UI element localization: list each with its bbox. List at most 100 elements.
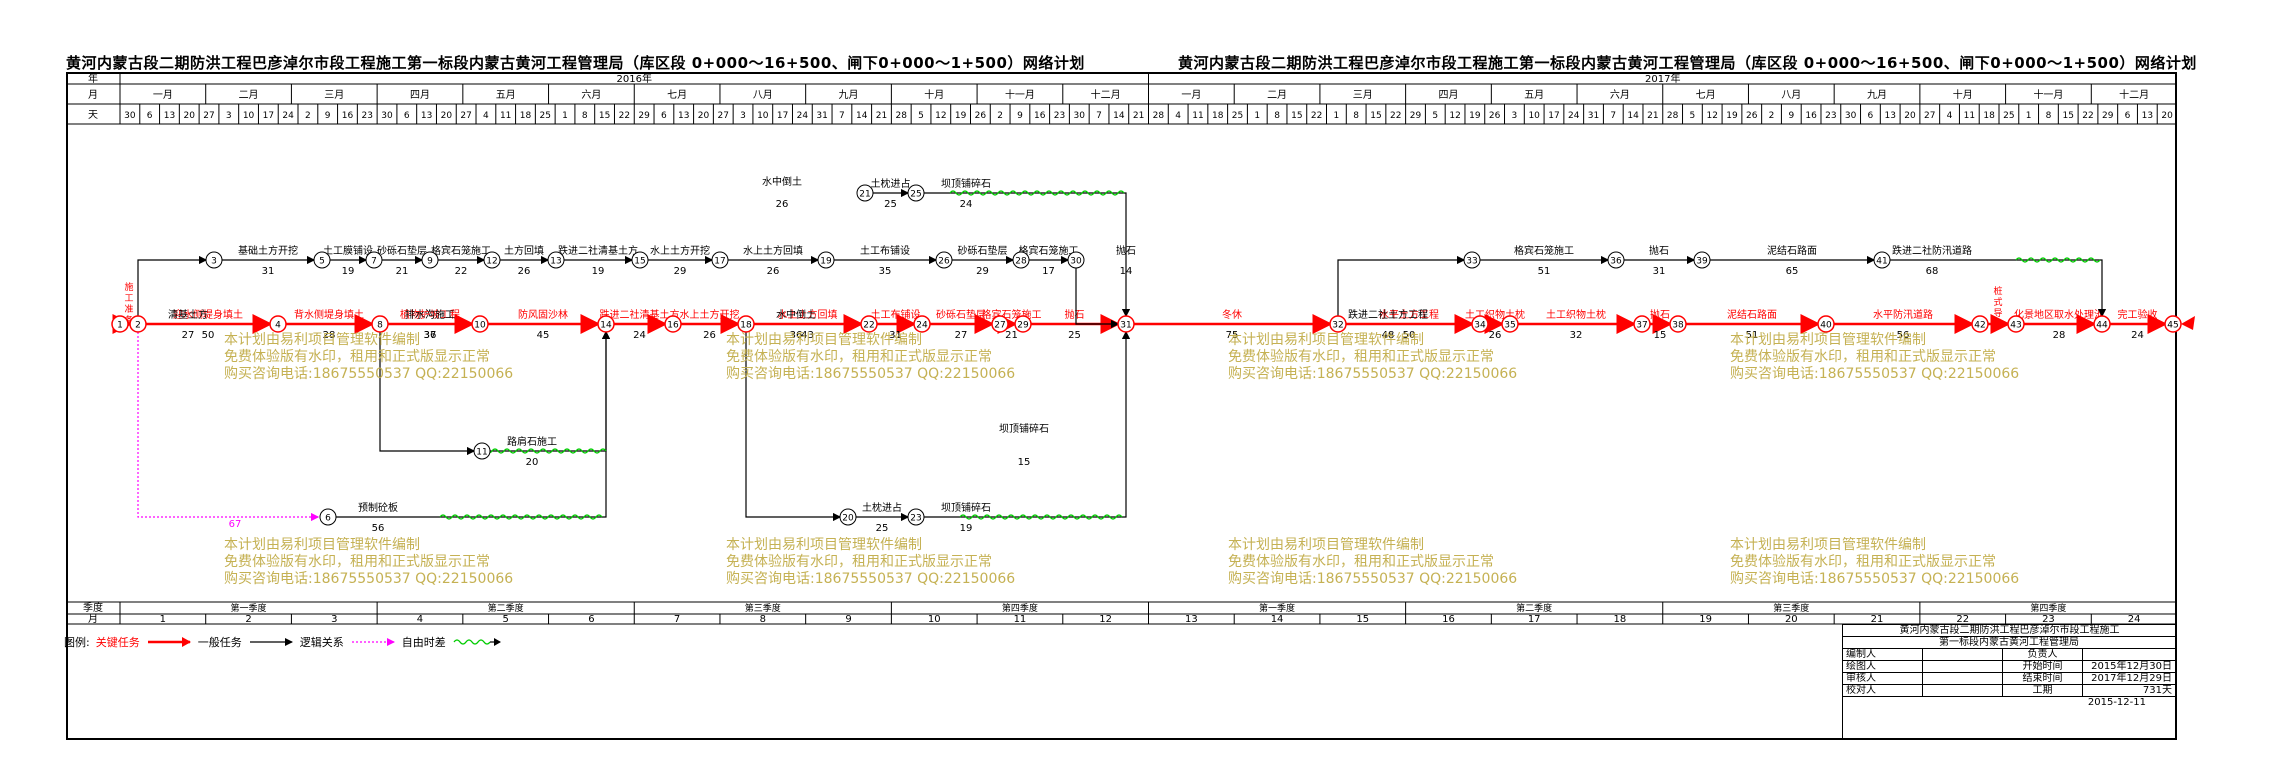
node-circle (313, 251, 331, 269)
node-number: 44 (2096, 321, 2108, 331)
watermark: 本计划由易利项目管理软件编制免费体验版有水印，租用和正式版显示正常购买咨询电话:… (1228, 537, 1518, 587)
day-label: 11 (500, 111, 511, 121)
node-circle (631, 251, 649, 269)
node-number: 16 (667, 321, 679, 331)
activity-label: 土枕进占 (871, 177, 911, 190)
node-number: 2 (135, 321, 141, 331)
node-number: 18 (740, 321, 752, 331)
day-label: 15 (1291, 111, 1302, 121)
month-label: 十二月 (2119, 88, 2149, 101)
node-circle (1501, 315, 1519, 333)
logic-arrow-icon (351, 638, 395, 646)
day-label: 7 (839, 111, 845, 121)
day-label: 16 (1034, 111, 1046, 121)
activity-duration: 51 (1538, 266, 1551, 277)
node-number: 34 (1474, 321, 1486, 331)
node-circle (1693, 251, 1711, 269)
activity-duration: 29 (674, 266, 687, 277)
activity-label: 跌进二社清基土方 (600, 308, 680, 321)
activity-label: 跌进二社土方工程 (1348, 308, 1428, 321)
activity-duration: 28 (323, 330, 336, 341)
quarter-label: 第一季度 (231, 602, 267, 614)
activity-duration: 32 (1570, 330, 1583, 341)
month-label: 二月 (239, 89, 259, 101)
day-label: 28 (1153, 111, 1165, 121)
activity-arrow (1075, 268, 1120, 329)
critical-arrow-icon (147, 637, 191, 647)
activity-label: 背水侧堤身填土 (294, 308, 364, 321)
end-label: 结束时间 (2003, 673, 2083, 684)
print-date: 2015-12-11 (2087, 697, 2146, 708)
activity-label: 土工布铺设 (860, 244, 910, 257)
project-info-box: 黄河内蒙古段二期防洪工程巴彦淖尔市段工程施工 第一标段内蒙古黄河工程管理局 编制… (1842, 624, 2176, 740)
prepared-by-label: 编制人 (1843, 649, 1923, 660)
node-number: 39 (1696, 257, 1708, 267)
node-number: 27 (994, 321, 1005, 331)
month-label: 三月 (1353, 89, 1373, 101)
activity-duration: 28 (2053, 330, 2066, 341)
node-number: 30 (1070, 257, 1082, 267)
day-label: 15 (1370, 111, 1381, 121)
day-label: 1 (2026, 111, 2032, 121)
node-number: 3 (211, 257, 217, 267)
reviewed-by-label: 审核人 (1843, 673, 1923, 684)
node-number: 35 (1504, 321, 1515, 331)
activity-label: 水中倒土 (776, 308, 816, 321)
activity-label: 土枕进占 (862, 501, 902, 514)
day-label: 31 (816, 111, 827, 121)
day-label: 24 (1568, 111, 1580, 121)
day-label: 20 (183, 111, 195, 121)
activity-arrow (1890, 259, 2107, 318)
day-label: 25 (2003, 111, 2014, 121)
day-label: 9 (1788, 111, 1794, 121)
day-label: 22 (1390, 111, 1401, 121)
activity-duration: 25 (884, 199, 897, 210)
node-number: 43 (2010, 321, 2021, 331)
checked-by-label: 校对人 (1843, 685, 1923, 696)
day-label: 19 (955, 111, 967, 121)
activity-duration: 27 (955, 330, 968, 341)
day-label: 29 (1410, 111, 1422, 121)
node-number: 6 (325, 514, 331, 524)
normal-arrow-icon (249, 638, 293, 646)
duration-label: 工期 (2003, 685, 2083, 696)
float-wave (2015, 257, 2101, 263)
day-label: 12 (935, 111, 946, 121)
activity-label: 路肩石施工 (507, 435, 557, 448)
day-label: 14 (856, 111, 868, 121)
month-label: 六月 (581, 89, 601, 101)
legend-prefix: 图例: (64, 636, 90, 649)
activity-duration: 17 (1042, 266, 1055, 277)
float-wave (479, 448, 607, 454)
month-number-label: 13 (1185, 614, 1198, 625)
activity-duration: 50 (202, 330, 215, 341)
month-label: 七月 (667, 89, 687, 101)
day-label: 9 (1017, 111, 1023, 121)
activity-label: 格宾石笼施工 (431, 244, 491, 257)
extra-label: 67 (229, 519, 242, 530)
activity-label: 泥结石路面 (1727, 308, 1777, 321)
day-label: 2 (1769, 111, 1775, 121)
activity-duration: 26 (518, 266, 531, 277)
day-label: 20 (1904, 111, 1916, 121)
quarter-label: 第二季度 (488, 602, 524, 614)
day-label: 12 (1706, 111, 1717, 121)
node-circle (547, 251, 565, 269)
node-circle (711, 251, 729, 269)
activity-arrow (924, 330, 1131, 518)
chart-frame (66, 72, 2177, 740)
end-value: 2017年12月29日 (2083, 673, 2176, 684)
node-number: 1 (117, 321, 123, 331)
legend-float-label: 自由时差 (401, 636, 446, 649)
day-label: 19 (1469, 111, 1481, 121)
activity-duration: 29 (976, 266, 989, 277)
node-circle (737, 315, 755, 333)
month-number-label: 12 (1099, 614, 1112, 625)
day-label: 28 (896, 111, 908, 121)
activity-label: 植物护坡工程 (400, 308, 460, 321)
node-circle (1471, 315, 1489, 333)
node-number: 25 (910, 190, 921, 200)
node-circle (365, 251, 383, 269)
node-number: 40 (1820, 321, 1832, 331)
